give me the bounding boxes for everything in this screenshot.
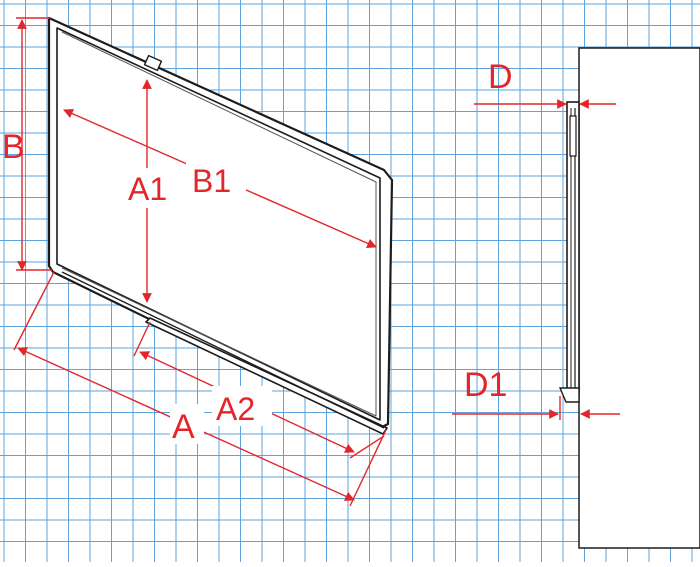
extension-line	[349, 435, 385, 459]
label-a2: A2	[216, 391, 255, 427]
label-d: D	[488, 58, 513, 96]
extension-line	[133, 321, 151, 357]
board-frame-inner-line	[61, 31, 377, 417]
hanging-bracket	[569, 115, 577, 157]
board-outer-frame	[47, 16, 394, 432]
label-masks	[128, 156, 272, 444]
tray-profile	[558, 387, 580, 403]
extension-line	[13, 271, 55, 351]
whiteboard-side-view	[558, 47, 700, 549]
extension-line	[349, 429, 387, 507]
label-a: A	[172, 408, 195, 446]
label-a1: A1	[128, 171, 167, 207]
wall-panel	[578, 47, 700, 549]
frame-clip-icon	[143, 54, 163, 72]
label-b: B	[2, 128, 25, 166]
label-b1: B1	[192, 163, 231, 199]
label-mask	[128, 168, 168, 208]
label-mask	[212, 386, 272, 426]
label-mask	[170, 404, 204, 444]
label-mask	[186, 156, 246, 198]
whiteboard-front-view	[47, 16, 394, 435]
label-d1: D1	[464, 366, 507, 404]
dimension-lines	[13, 17, 620, 507]
